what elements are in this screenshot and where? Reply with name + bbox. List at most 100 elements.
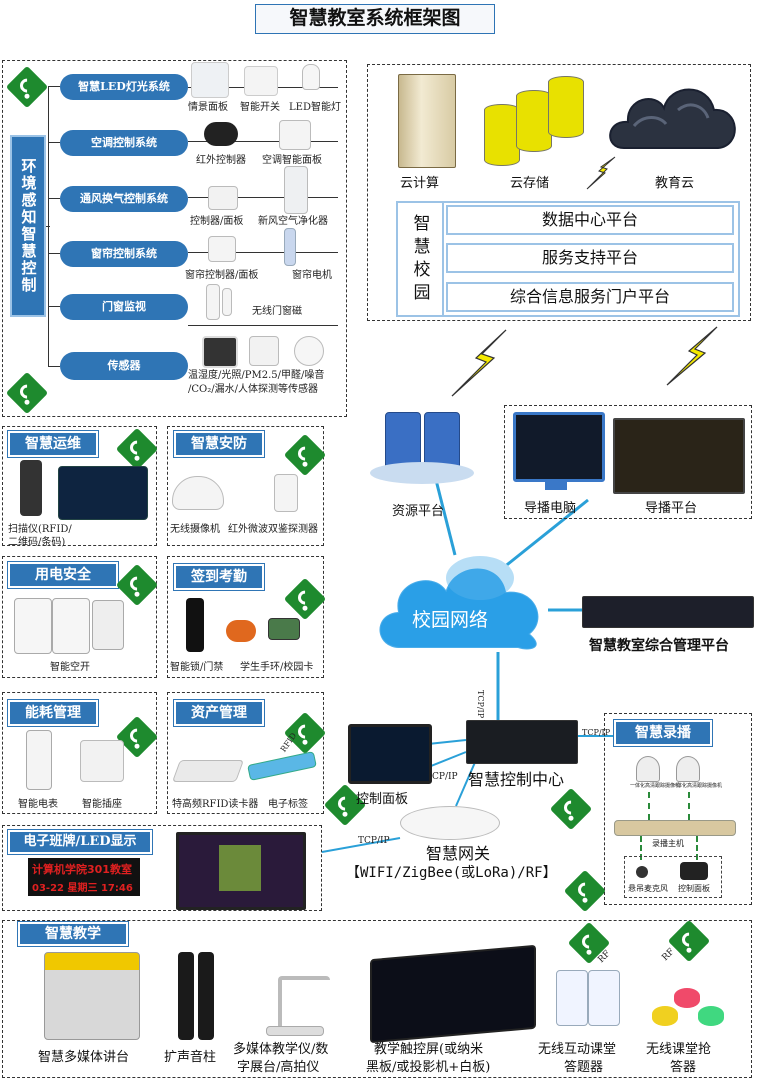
recording-host-label: 录播主机 bbox=[652, 839, 684, 848]
answer-device-icon bbox=[588, 970, 620, 1026]
device-label: 无线摄像机 bbox=[170, 524, 220, 535]
ptz-camera-icon bbox=[676, 756, 700, 782]
buzzer-icon bbox=[674, 988, 700, 1008]
broadcast-platform-icon bbox=[613, 418, 745, 494]
door-sensor-icon bbox=[222, 288, 232, 316]
detector-icon bbox=[274, 474, 298, 512]
ventilation-controller-icon bbox=[208, 186, 238, 210]
ops-module bbox=[2, 426, 157, 546]
device-label: 智能空开 bbox=[50, 662, 90, 673]
module-title: 电子班牌/LED显示 bbox=[7, 829, 153, 855]
sensor-icon bbox=[294, 336, 324, 366]
device-label: 智能电表 bbox=[18, 799, 58, 810]
buzzer-icon bbox=[698, 1006, 724, 1026]
broadcast-pc-label: 导播电脑 bbox=[524, 501, 577, 516]
page-title: 智慧教室系统框架图 bbox=[255, 4, 495, 34]
teaching-title: 智慧教学 bbox=[17, 921, 129, 947]
gateway-label: 智慧网关 bbox=[426, 844, 491, 863]
cloud-compute-label: 云计算 bbox=[400, 176, 440, 191]
smart-campus-label: 智慧校园 bbox=[409, 214, 430, 306]
teaching-label: 黑板/或投影机+白板) bbox=[366, 1060, 491, 1075]
tcpip-label: TCP/IP bbox=[426, 772, 458, 782]
door-sensor-icon bbox=[206, 284, 220, 320]
speaker-icon bbox=[178, 952, 194, 1040]
wristband-icon bbox=[226, 620, 256, 642]
led-display: 计算机学院301教室 03-22 星期三 17:46 bbox=[28, 858, 140, 896]
doc-camera-base bbox=[266, 1026, 324, 1036]
teaching-label: 无线互动课堂 bbox=[538, 1042, 617, 1057]
resource-label: 资源平台 bbox=[392, 504, 445, 519]
recording-subbox bbox=[624, 856, 722, 898]
energy-module bbox=[2, 692, 157, 814]
breaker-icon bbox=[52, 598, 90, 654]
device-label: /CO₂/漏水/人体探测等传感器 bbox=[188, 384, 318, 395]
device-label: 新风空气净化器 bbox=[258, 216, 328, 227]
system-pill: 通风换气控制系统 bbox=[60, 186, 188, 212]
broadcast-pc-stand bbox=[545, 480, 567, 490]
teaching-label: 扩声音柱 bbox=[164, 1050, 217, 1065]
touchscreen-icon bbox=[370, 944, 536, 1044]
lightning-icon bbox=[451, 329, 507, 397]
curtain-motor-icon bbox=[284, 228, 296, 266]
device-label: 温湿度/光照/PM2.5/甲醛/噪音 bbox=[188, 370, 325, 381]
teaching-label: 无线课堂抢 bbox=[646, 1042, 712, 1057]
control-panel-label: 控制面板 bbox=[356, 792, 409, 807]
doc-camera-icon bbox=[278, 976, 330, 1030]
control-center-label: 智慧控制中心 bbox=[468, 770, 565, 789]
device-label: 红外微波双鉴探测器 bbox=[228, 524, 318, 535]
protocols-label: 【WIFI/ZigBee(或LoRa)/RF】 bbox=[346, 865, 557, 881]
ptz-camera-label: 一体化高清跟踪摄像机 bbox=[630, 783, 681, 789]
edu-cloud-label: 教育云 bbox=[655, 176, 695, 191]
gateway-icon bbox=[400, 806, 500, 840]
record-panel-label: 控制面板 bbox=[678, 884, 710, 893]
record-panel-icon bbox=[680, 862, 708, 880]
speaker-icon bbox=[198, 952, 214, 1040]
control-center-icon bbox=[466, 720, 578, 764]
answer-device-icon bbox=[556, 970, 588, 1026]
air-purifier-icon bbox=[284, 166, 308, 214]
lightning-icon bbox=[586, 156, 616, 190]
teaching-label: 答题器 bbox=[564, 1060, 604, 1075]
ac-panel-icon bbox=[279, 120, 311, 150]
teaching-label: 答器 bbox=[670, 1060, 697, 1075]
smart-campus-box: 智慧校园 数据中心平台 服务支持平台 综合信息服务门户平台 bbox=[396, 201, 740, 317]
edu-cloud-icon bbox=[609, 88, 736, 149]
system-pill: 窗帘控制系统 bbox=[60, 241, 188, 267]
broadcast-pc-icon bbox=[513, 412, 605, 482]
ir-controller-icon bbox=[204, 122, 238, 146]
class-board-icon bbox=[176, 832, 306, 910]
sensor-icon bbox=[249, 336, 279, 366]
podium-icon bbox=[44, 952, 140, 1040]
ops-dashboard-icon bbox=[58, 466, 148, 520]
env-vertical-label: 环境感知智慧控制 bbox=[10, 135, 46, 317]
system-pill: 智慧LED灯光系统 bbox=[60, 74, 188, 100]
buzzer-icon bbox=[652, 1006, 678, 1026]
module-title: 签到考勤 bbox=[173, 563, 265, 591]
storage-icon bbox=[516, 90, 552, 152]
platform-row: 数据中心平台 bbox=[446, 205, 734, 235]
device-label: 二维码/条码) bbox=[8, 537, 66, 548]
device-label: 特高频RFID读卡器 bbox=[172, 799, 259, 810]
led-bulb-icon bbox=[302, 64, 320, 90]
device-label: 电子标签 bbox=[268, 799, 308, 810]
security-module bbox=[167, 426, 324, 546]
device-label: 空调智能面板 bbox=[262, 155, 322, 166]
server-icon bbox=[398, 74, 456, 168]
curtain-controller-icon bbox=[208, 236, 236, 262]
resource-base bbox=[370, 462, 474, 484]
breaker-icon bbox=[14, 598, 52, 654]
led-line-2: 03-22 星期三 17:46 bbox=[32, 883, 133, 894]
device-label: 窗帘电机 bbox=[292, 270, 332, 281]
device-label: 控制器/面板 bbox=[190, 216, 244, 227]
module-title: 资产管理 bbox=[173, 699, 265, 727]
tcpip-label: TCP/IP bbox=[358, 836, 390, 846]
module-title: 用电安全 bbox=[7, 561, 119, 589]
device-label: 无线门窗磁 bbox=[252, 306, 302, 317]
device-label: LED智能灯 bbox=[289, 102, 341, 113]
campus-card-icon bbox=[268, 618, 300, 640]
lightning-icon bbox=[666, 326, 718, 386]
campus-network-cloud bbox=[378, 556, 540, 651]
platform-row: 综合信息服务门户平台 bbox=[446, 282, 734, 312]
teaching-label: 教学触控屏(或纳米 bbox=[374, 1042, 484, 1057]
